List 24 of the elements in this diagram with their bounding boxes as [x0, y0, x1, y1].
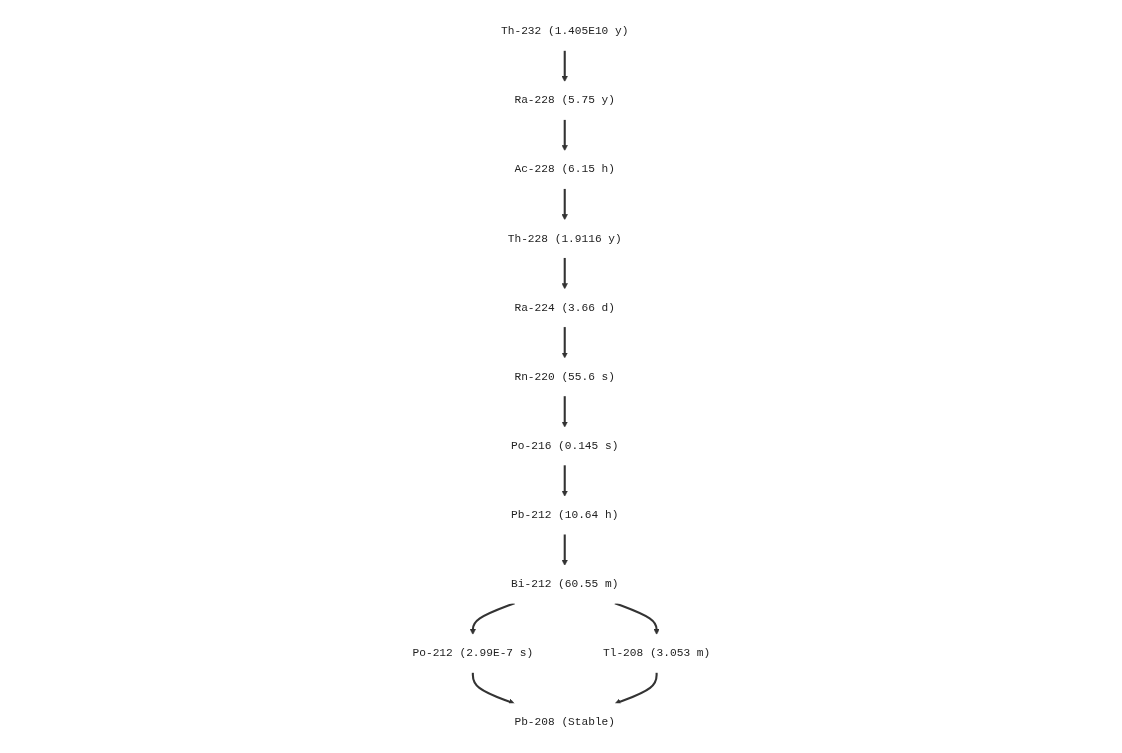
node-text: Ra-224 (3.66 d): [514, 301, 615, 314]
node-text: Th-232 (1.405E10 y): [500, 24, 629, 38]
node-text: Tl-208 (3.053 m): [602, 646, 710, 660]
arrow: [561, 395, 568, 428]
arrow: [561, 188, 568, 220]
node-text: Po-216 (0.145 s): [510, 439, 618, 452]
node-text: Ra-228 (5.75 y): [514, 93, 615, 107]
node-text: Po-212 (2.99E-7 s): [412, 646, 533, 660]
node-text: Bi-212 (60.55 m): [510, 577, 618, 591]
arrow: [561, 464, 568, 497]
node-text: Pb-212 (10.64 h): [510, 508, 618, 521]
arrow: [469, 601, 515, 635]
node-text: Ac-228 (6.15 h): [514, 162, 615, 176]
node-text: Pb-208 (Stable): [514, 715, 615, 729]
node-text: Th-228 (1.9116 y): [507, 231, 622, 245]
arrow: [561, 49, 568, 82]
arrow: [471, 671, 515, 705]
arrow: [561, 257, 568, 289]
arrow: [561, 118, 568, 151]
node-text: Rn-220 (55.6 s): [514, 370, 615, 383]
arrow: [614, 671, 658, 705]
arrow: [614, 601, 660, 635]
arrow: [561, 533, 568, 566]
arrow: [561, 326, 568, 358]
